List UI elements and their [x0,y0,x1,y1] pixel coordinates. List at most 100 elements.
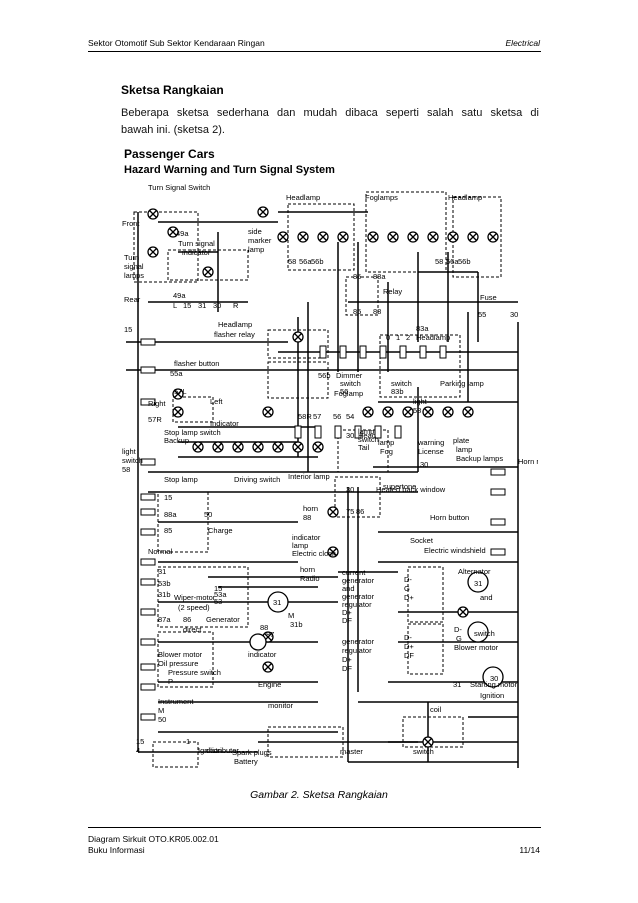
diagram-label: switch [340,379,361,388]
fuse-icon [359,345,367,359]
diagram-label: 58 [288,257,296,266]
fuse-icon [319,345,327,359]
diagram-label: 56 [333,412,341,421]
diagram-label: Front [122,219,140,228]
lamp-cross [294,333,302,341]
diagram-label: DF [404,651,414,660]
lamp-cross [174,390,182,398]
diagram-label: lamp [456,445,472,454]
diagram-label: signal [124,262,144,271]
diagram-lamps [147,206,504,748]
diagram-label: Blower motor [454,643,499,652]
dashed-box [157,491,209,553]
diagram-label: coil [430,705,442,714]
fuse-icon [394,425,402,439]
fuse-icon [490,468,506,476]
diagram-label: M [158,706,164,715]
diagram-label: 58 [413,406,421,415]
diagram-label: P [168,677,173,686]
diagram-label: Headlamp [286,193,320,202]
diagram-label: Left [210,397,223,406]
lamp-cross [404,408,412,416]
header-rule [88,51,541,52]
lamp-cross [264,663,272,671]
dashed-box [157,566,249,628]
diagram-label: 31 [198,301,206,310]
diagram-label: Dimmer [336,371,363,380]
lamp-cross [424,408,432,416]
diagram-label: Oil pressure [158,659,198,668]
diagram-label: 83a [416,324,429,333]
diagram-label: 15 [183,301,191,310]
diagram-label: horn [303,504,318,513]
footer-rule [88,827,541,828]
section-title: Sketsa Rangkaian [121,83,224,97]
header-left: Sektor Otomotif Sub Sektor Kendaraan Rin… [88,38,265,48]
diagram-label: distributor [206,746,239,755]
diagram-label: 75 [346,507,354,516]
diagram-label: direct [183,625,202,634]
diagram-label: D- [454,625,462,634]
diagram-label: G [456,634,462,643]
diagram-label: 55 [478,310,486,319]
diagram-label: 87a [158,615,171,624]
diagram-label: 88 [260,623,268,632]
diagram-label: Blower motor [158,650,203,659]
diagram-label: Driving switch [234,475,280,484]
intro-paragraph: Beberapa sketsa sederhana dan mudah diba… [121,105,539,139]
fuse-icon [339,345,347,359]
diagram-label: 55a [170,369,183,378]
diagram-label: switch [413,747,434,756]
diagram-label: flasher button [174,359,219,368]
diagram-label: Right [148,399,166,408]
lamp-cross [299,233,307,241]
dashed-box [133,211,199,283]
diagram-label: 50 [204,510,212,519]
lamp-cross [329,508,337,516]
lamp-cross [384,408,392,416]
diagram-label: Relay [383,287,402,296]
lamp-cross [449,233,457,241]
diagram-label: indicator [292,533,321,542]
lamp-cross [149,248,157,256]
lamp-cross [259,208,267,216]
diagram-label: master [340,747,363,756]
paragraph-line-1: Beberapa sketsa sederhana dan mudah diba… [121,107,539,119]
lamp-cross [469,233,477,241]
lamp-cross [149,210,157,218]
diagram-label: D- [404,633,412,642]
fuse-icon [490,518,506,526]
diagram-label: generator [342,637,375,646]
lamp-cross [489,233,497,241]
lamp-cross [389,233,397,241]
diagram-label: Electric clock [292,549,336,558]
diagram-label: 56b [311,257,324,266]
diagram-label: DF [342,664,352,673]
diagram-label: indicator [182,248,211,257]
lamp-cross [319,233,327,241]
diagram-label: 88 [373,307,381,316]
diagram-label: 53a [214,590,227,599]
lamp-cross [314,443,322,451]
lamp-cross [409,233,417,241]
diagram-label: 57R [148,415,162,424]
diagram-label: Turn [124,253,139,262]
diagram-label: lamp [248,245,264,254]
diagram-label: 15 [124,325,132,334]
diagram-label: G [404,584,410,593]
diagram-title-line-1: Passenger Cars [124,147,215,161]
fuse-icon [419,345,427,359]
diagram-label: 0 [386,333,390,342]
diagram-label: flasher relay [214,330,255,339]
diagram-label: Ignition [480,691,504,700]
diagram-label: 31 [453,680,461,689]
diagram-label: 88 [303,513,311,522]
diagram-label: 56a [299,257,312,266]
lamp-cross [424,738,432,746]
diagram-label: Normal [148,547,173,556]
diagram-label: Starting motor [470,680,518,689]
diagram-label: light [122,447,137,456]
lamp-cross [279,233,287,241]
lamp-cross [254,443,262,451]
diagram-label: 86 [183,615,191,624]
